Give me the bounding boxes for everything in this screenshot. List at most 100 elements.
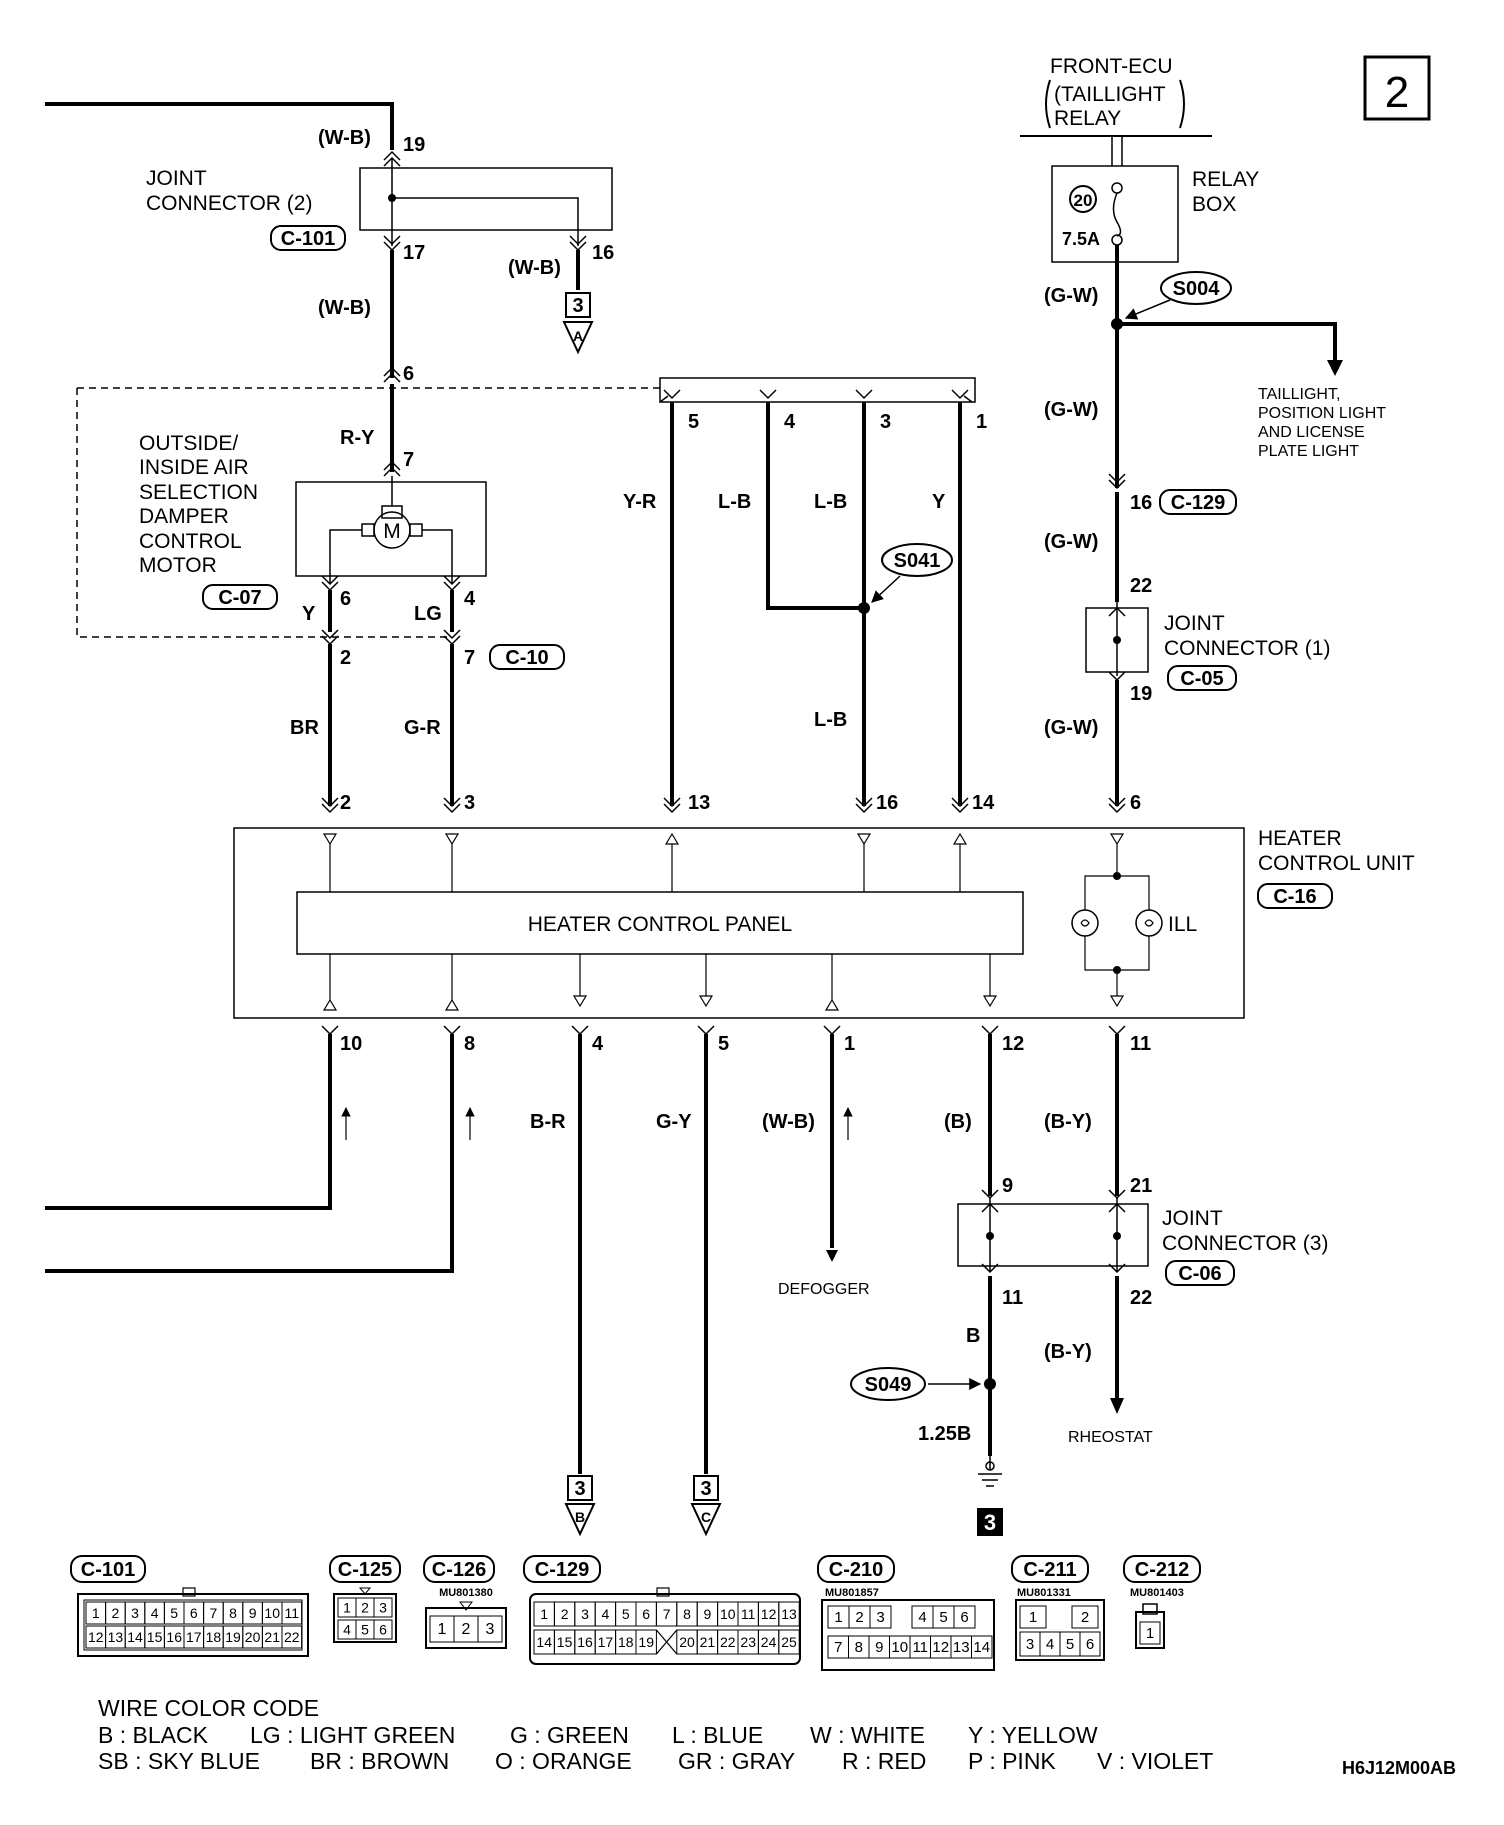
c129-pin-16: 16 — [1130, 492, 1152, 514]
relay-label: RELAY — [1054, 107, 1121, 130]
wcc-b: B : BLACK — [98, 1722, 209, 1748]
hcu-pin-8: 8 — [464, 1033, 475, 1055]
connector-cavity — [869, 1605, 892, 1629]
wcc-l: L : BLUE — [672, 1722, 763, 1748]
wire-code-wb-top: (W-B) — [318, 127, 371, 149]
connector-pin-number: 1 — [92, 1605, 100, 1621]
joint-connector-2-label-2: CONNECTOR (2) — [146, 192, 312, 215]
connector-pin-number: 18 — [618, 1634, 634, 1650]
connector-pin-number: 3 — [379, 1600, 387, 1616]
connector-pin-number: 21 — [700, 1634, 716, 1650]
connector-pin-number: 3 — [131, 1605, 139, 1621]
connector-pin-number: 13 — [108, 1629, 124, 1645]
hcu-label-1: HEATER — [1258, 827, 1342, 850]
heater-control-unit: HEATER CONTROL UNIT C-16 HEATER CONTROL … — [233, 827, 1415, 1019]
taillight-dest-2: POSITION LIGHT — [1258, 405, 1386, 422]
connector-pin-number: 7 — [834, 1639, 842, 1656]
joint-connector-2-box — [359, 167, 613, 231]
connector-cavity — [891, 1606, 912, 1628]
connector-pin-number: 11 — [741, 1606, 756, 1622]
connector-pin-number: 3 — [486, 1621, 495, 1638]
connector-pin-number: 23 — [740, 1634, 756, 1650]
connector-pin-number: 19 — [638, 1634, 654, 1650]
connector-pin-number: 2 — [112, 1605, 120, 1621]
connector-pin-number: 14 — [536, 1634, 552, 1650]
right-circuit: FRONT-ECU (TAILLIGHT RELAY 20 7.5A RELAY… — [1020, 55, 1386, 806]
connector-pin-number: 2 — [1081, 1609, 1089, 1626]
connector-pin-number: 9 — [875, 1639, 883, 1656]
motor-label-line-1: OUTSIDE/ — [139, 432, 238, 455]
wire-code-wb-16: (W-B) — [508, 257, 561, 279]
joint3-pin-9: 9 — [1002, 1175, 1013, 1197]
connector-pin-number: 16 — [166, 1629, 182, 1645]
motor-label-line-2: INSIDE AIR — [139, 456, 249, 479]
connector-pin-number: 20 — [245, 1629, 261, 1645]
connector-cavity — [778, 1601, 800, 1627]
pin-16-label: 16 — [592, 242, 614, 264]
mid-pin-5: 5 — [688, 411, 699, 433]
connector-pin-number: 4 — [343, 1622, 351, 1638]
joint-connector-1-label-1: JOINT — [1164, 612, 1225, 635]
wire-code-wb-17: (W-B) — [318, 297, 371, 319]
c-07-id: C-07 — [218, 587, 261, 609]
joint3-pin-22: 22 — [1130, 1287, 1152, 1309]
connector-pin-number: 1 — [1146, 1625, 1154, 1642]
motor-symbol: M — [383, 520, 401, 543]
joint3-pin-11: 11 — [1002, 1287, 1023, 1309]
connector-pin-number: 1 — [1029, 1609, 1037, 1626]
connector-pin-number: 1 — [834, 1609, 842, 1626]
connector-cavity — [1046, 1606, 1072, 1628]
joint-connector-3-label-1: JOINT — [1162, 1207, 1223, 1230]
connector-pin-number: 12 — [932, 1639, 949, 1656]
connector-pin-number: 8 — [855, 1639, 863, 1656]
wire-code-gr: G-R — [404, 717, 441, 739]
joint3-pin-21: 21 — [1130, 1175, 1152, 1197]
connector-cavity — [477, 1615, 503, 1643]
wcc-y: Y : YELLOW — [968, 1722, 1098, 1748]
taillight-dest-4: PLATE LIGHT — [1258, 443, 1359, 460]
hcu-pin-6: 6 — [1130, 792, 1141, 814]
joint1-pin-22: 22 — [1130, 575, 1152, 597]
connector-cavity — [1071, 1605, 1099, 1629]
connector-cavity — [373, 1619, 393, 1640]
connector-pin-number: 15 — [557, 1634, 573, 1650]
connector-pin-number: 4 — [602, 1606, 610, 1622]
page-number: 2 — [1385, 68, 1409, 117]
wire-code-gw-3: (G-W) — [1044, 531, 1098, 553]
ref-b-number: 3 — [574, 1478, 585, 1500]
bottom-circuit: B-R G-Y (W-B) DEFOGGER (B) (B-Y) 9 21 JO… — [45, 1034, 1328, 1537]
connector-pin-number: 5 — [170, 1605, 178, 1621]
connector-cavity — [281, 1601, 303, 1625]
ground-ref-number: 3 — [984, 1510, 996, 1535]
connector-pin-number: 15 — [147, 1629, 163, 1645]
connector-pin-number: 8 — [683, 1606, 691, 1622]
page-number-box: 2 — [1363, 55, 1431, 121]
connector-pin-number: 6 — [960, 1609, 968, 1626]
connector-pin-number: 16 — [577, 1634, 593, 1650]
wire-code-br: BR — [290, 717, 319, 739]
connector-pin-number: 18 — [206, 1629, 222, 1645]
relay-box-label-1: RELAY — [1192, 168, 1259, 191]
empty-cavity-mark — [655, 1629, 678, 1655]
fuse-amperage: 7.5A — [1062, 229, 1100, 249]
hcu-top-pins: 2 3 13 16 14 6 — [321, 792, 1141, 814]
wire-code-y-mid: Y — [932, 491, 946, 513]
pin-7-label: 7 — [403, 449, 414, 471]
hcu-pin-13: 13 — [688, 792, 710, 814]
connector-pin-number: 3 — [876, 1609, 884, 1626]
ill-label: ILL — [1168, 913, 1197, 936]
connector-cavity — [1019, 1605, 1047, 1629]
wire-code-ry: R-Y — [340, 427, 375, 449]
connector-pin-number: 1 — [540, 1606, 548, 1622]
connector-pin-number: 20 — [679, 1634, 695, 1650]
connector-pin-number: 2 — [561, 1606, 569, 1622]
pin-17-label: 17 — [403, 242, 425, 264]
connector-cavity — [373, 1597, 393, 1618]
motor-label-line-3: SELECTION — [139, 481, 258, 504]
connector-pin-number: 4 — [1046, 1636, 1054, 1653]
connector-pin-number: 24 — [761, 1634, 777, 1650]
